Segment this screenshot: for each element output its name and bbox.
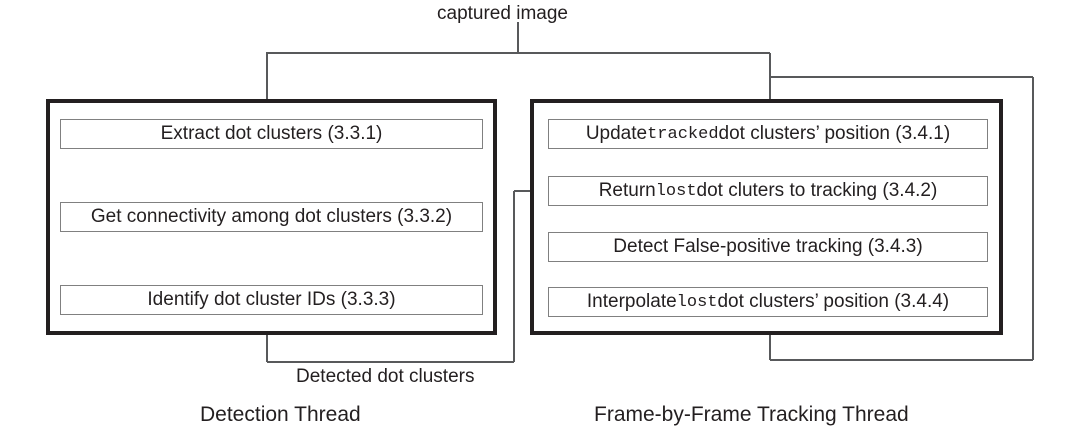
step-342-prefix: Return xyxy=(598,180,656,201)
step-341-prefix: Update xyxy=(585,123,648,144)
captured-image-label: captured image xyxy=(437,3,568,24)
step-341-mono-keyword: tracked xyxy=(647,124,719,144)
step-341-suffix: dot clusters’ position (3.4.1) xyxy=(718,123,951,144)
step-344-prefix: Interpolate xyxy=(586,291,677,312)
step-identify-cluster-ids[interactable]: Identify dot cluster IDs (3.3.3) xyxy=(60,285,483,315)
detected-dot-clusters-label: Detected dot clusters xyxy=(296,366,475,387)
tracking-thread-caption: Frame-by-Frame Tracking Thread xyxy=(594,403,909,426)
step-get-connectivity[interactable]: Get connectivity among dot clusters (3.3… xyxy=(60,202,483,232)
step-331-text: Extract dot clusters (3.3.1) xyxy=(160,123,383,144)
step-344-mono-keyword: lost xyxy=(676,292,718,312)
step-344-suffix: dot clusters’ position (3.4.4) xyxy=(717,291,950,312)
step-342-suffix: dot cluters to tracking (3.4.2) xyxy=(696,180,938,201)
step-343-text: Detect False-positive tracking (3.4.3) xyxy=(613,236,923,257)
step-update-tracked-position[interactable]: Update tracked dot clusters’ position (3… xyxy=(548,119,988,149)
step-extract-dot-clusters[interactable]: Extract dot clusters (3.3.1) xyxy=(60,119,483,149)
step-detect-false-positive[interactable]: Detect False-positive tracking (3.4.3) xyxy=(548,232,988,262)
detection-thread-caption: Detection Thread xyxy=(200,403,361,426)
step-interpolate-lost-position[interactable]: Interpolate lost dot clusters’ position … xyxy=(548,287,988,317)
step-return-lost-to-tracking[interactable]: Return lost dot cluters to tracking (3.4… xyxy=(548,176,988,206)
step-332-text: Get connectivity among dot clusters (3.3… xyxy=(90,206,453,227)
step-333-text: Identify dot cluster IDs (3.3.3) xyxy=(147,289,396,310)
step-342-mono-keyword: lost xyxy=(655,181,697,201)
